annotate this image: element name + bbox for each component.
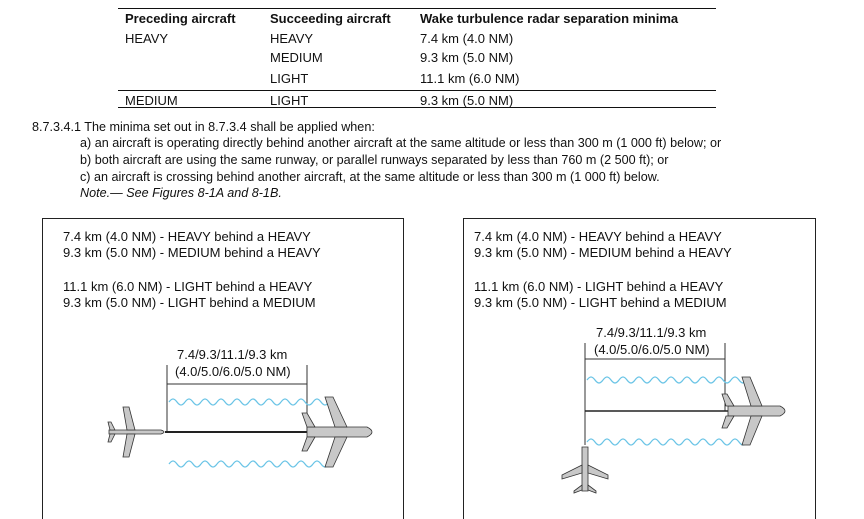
figure-line-light-medium: 9.3 km (5.0 NM) - LIGHT behind a MEDIUM bbox=[474, 295, 727, 310]
table-cell-minima: 7.4 km (4.0 NM) bbox=[420, 31, 514, 46]
table-cell-minima: 9.3 km (5.0 NM) bbox=[420, 93, 514, 108]
distance-nm-label: (4.0/5.0/6.0/5.0 NM) bbox=[594, 342, 710, 357]
wake-vortex-lower bbox=[586, 438, 748, 446]
figure-line-light-medium: 9.3 km (5.0 NM) - LIGHT behind a MEDIUM bbox=[63, 295, 316, 310]
succeeding-aircraft-icon bbox=[107, 406, 165, 458]
preceding-aircraft-icon bbox=[301, 396, 373, 468]
figure-line-medium-heavy: 9.3 km (5.0 NM) - MEDIUM behind a HEAVY bbox=[474, 245, 732, 260]
crossing-aircraft-icon bbox=[561, 446, 609, 494]
table-cell-succeeding: LIGHT bbox=[270, 71, 309, 86]
table-header-succeeding: Succeeding aircraft bbox=[270, 11, 391, 26]
paragraph-item-c: c) an aircraft is crossing behind anothe… bbox=[80, 170, 660, 184]
figure-line-medium-heavy: 9.3 km (5.0 NM) - MEDIUM behind a HEAVY bbox=[63, 245, 321, 260]
wake-vortex-upper bbox=[168, 398, 330, 406]
paragraph-item-a: a) an aircraft is operating directly beh… bbox=[80, 136, 722, 150]
distance-nm-label: (4.0/5.0/6.0/5.0 NM) bbox=[175, 364, 291, 379]
figure-line-light-heavy: 11.1 km (6.0 NM) - LIGHT behind a HEAVY bbox=[63, 279, 313, 294]
figure-panel-right: 7.4 km (4.0 NM) - HEAVY behind a HEAVY 9… bbox=[463, 218, 816, 519]
distance-km-label: 7.4/9.3/11.1/9.3 km bbox=[177, 347, 288, 362]
table-cell-succeeding: LIGHT bbox=[270, 93, 309, 108]
table-cell-preceding: HEAVY bbox=[125, 31, 169, 46]
table-header-minima: Wake turbulence radar separation minima bbox=[420, 11, 679, 26]
table-cell-succeeding: HEAVY bbox=[270, 31, 314, 46]
figure-panel-left: 7.4 km (4.0 NM) - HEAVY behind a HEAVY 9… bbox=[42, 218, 404, 519]
table-header-preceding: Preceding aircraft bbox=[125, 11, 236, 26]
crossing-separation-diagram bbox=[561, 343, 786, 494]
table-row-divider bbox=[118, 90, 716, 91]
table-cell-succeeding: MEDIUM bbox=[270, 50, 323, 65]
figure-line-heavy-heavy: 7.4 km (4.0 NM) - HEAVY behind a HEAVY bbox=[474, 229, 722, 244]
distance-km-label: 7.4/9.3/11.1/9.3 km bbox=[596, 325, 707, 340]
preceding-aircraft-icon bbox=[721, 376, 786, 446]
table-cell-preceding: MEDIUM bbox=[125, 93, 178, 108]
table-top-rule bbox=[118, 8, 716, 9]
table-bottom-rule bbox=[118, 107, 716, 108]
table-cell-minima: 9.3 km (5.0 NM) bbox=[420, 50, 514, 65]
in-trail-separation-diagram bbox=[107, 365, 373, 468]
paragraph-intro: 8.7.3.4.1 The minima set out in 8.7.3.4 … bbox=[32, 120, 375, 134]
wake-vortex-upper bbox=[586, 376, 748, 384]
figure-line-heavy-heavy: 7.4 km (4.0 NM) - HEAVY behind a HEAVY bbox=[63, 229, 311, 244]
paragraph-note: Note.— See Figures 8-1A and 8-1B. bbox=[80, 186, 282, 200]
paragraph-item-b: b) both aircraft are using the same runw… bbox=[80, 153, 669, 167]
table-cell-minima: 11.1 km (6.0 NM) bbox=[420, 71, 520, 86]
wake-vortex-lower bbox=[168, 460, 330, 468]
figure-line-light-heavy: 11.1 km (6.0 NM) - LIGHT behind a HEAVY bbox=[474, 279, 724, 294]
